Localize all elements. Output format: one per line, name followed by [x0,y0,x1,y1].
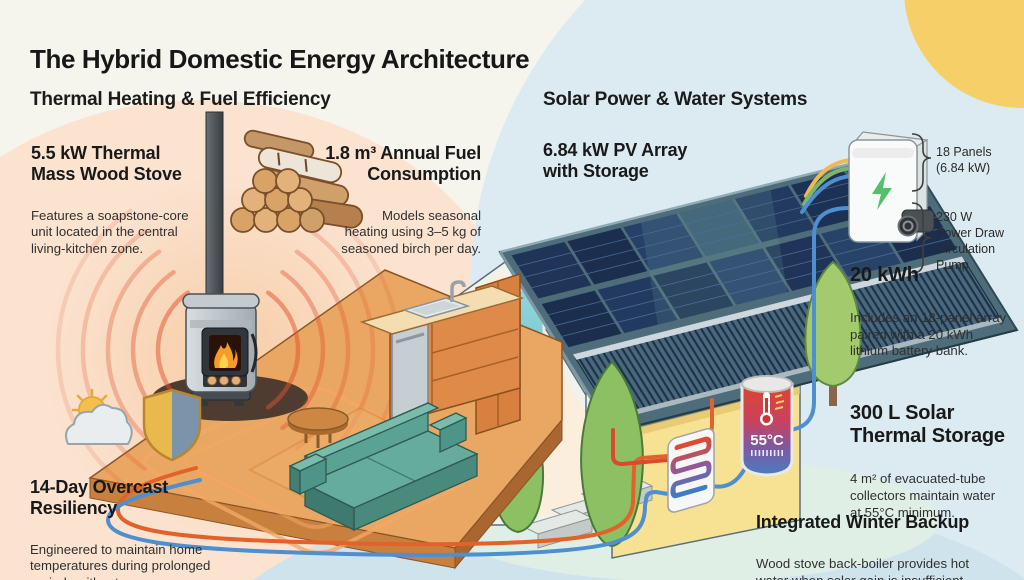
faucet [450,280,466,302]
callout-winter-backup-body: Wood stove back-boiler provides hot wate… [756,555,970,580]
sofa [288,402,479,532]
evacuated-tube-collector [573,256,1003,421]
callout-fuel-body: Models seasonal heating using 3–5 kg of … [341,207,481,256]
wood-stove [182,111,260,406]
callout-fuel: 1.8 m³ Annual Fuel Consumption Models se… [290,125,481,276]
callout-thermal-storage: 300 L Solar Thermal Storage 4 m² of evac… [850,384,1024,539]
stove-handle [250,333,258,373]
page-title: The Hybrid Domestic Energy Architecture [30,44,530,74]
pipe-loop-cold [106,478,670,557]
section-heading-solar: Solar Power & Water Systems [543,89,808,110]
firewood-stack-icon [230,129,364,233]
section-heading-thermal: Thermal Heating & Fuel Efficiency [30,89,331,110]
pipe-roof-to-radiator [611,428,670,466]
pipe-battery-to-tank [786,206,851,433]
sun-cloud-icon [65,388,133,445]
kitchen-counter [359,272,525,436]
callout-overcast-body: Engineered to maintain home temperatures… [30,541,211,580]
callout-fuel-title: 1.8 m³ Annual Fuel Consumption [325,143,481,184]
tree [804,260,862,406]
callout-thermal-storage-body: 4 m² of evacuated-tube collectors mainta… [850,471,996,520]
callout-battery-title: 20 kWh [850,264,919,286]
callout-pv-array-title: 6.84 kW PV Array with Storage [543,140,688,181]
coffee-table [287,407,349,448]
label-panels: 18 Panels (6.84 kW) [936,145,992,175]
callout-wood-stove: 5.5 kW Thermal Mass Wood Stove Features … [31,125,231,276]
callout-pv-array: 6.84 kW PV Array with Storage [543,122,733,200]
sun-circle [904,0,1024,108]
radiator-back-boiler [667,428,715,513]
label-pump: 230 W Power Draw Circulation Pump [936,210,1005,272]
thermometer-icon [760,392,785,426]
pipes [106,206,851,557]
callout-thermal-storage-title: 300 L Solar Thermal Storage [850,402,1005,448]
water-tank: 55°C [740,375,794,477]
callout-battery: 20 kWh Includes an 18-panel array paired… [850,246,1022,378]
circulation-pump [897,209,935,237]
callout-winter-backup-title: Integrated Winter Backup [756,512,970,532]
callout-overcast: 14-Day Overcast Resiliency Engineered to… [30,459,250,580]
pipe-radiator-to-tank [710,468,746,489]
callout-battery-body: Includes an 18-panel array paired with a… [850,310,1007,359]
callout-wood-stove-title: 5.5 kW Thermal Mass Wood Stove [31,143,182,184]
pipe-loop-hot [116,454,670,547]
callout-winter-backup: Integrated Winter Backup Wood stove back… [756,494,1018,580]
tank-temp-label: 55°C [750,432,784,449]
lightning-bolt-icon [872,172,892,210]
bracket-lines [911,133,932,274]
shield-icon [142,388,202,462]
heat-coil [670,436,712,499]
callout-wood-stove-body: Features a soapstone-core unit located i… [31,207,189,256]
pv-cables [800,158,853,214]
callout-overcast-title: 14-Day Overcast Resiliency [30,477,169,518]
